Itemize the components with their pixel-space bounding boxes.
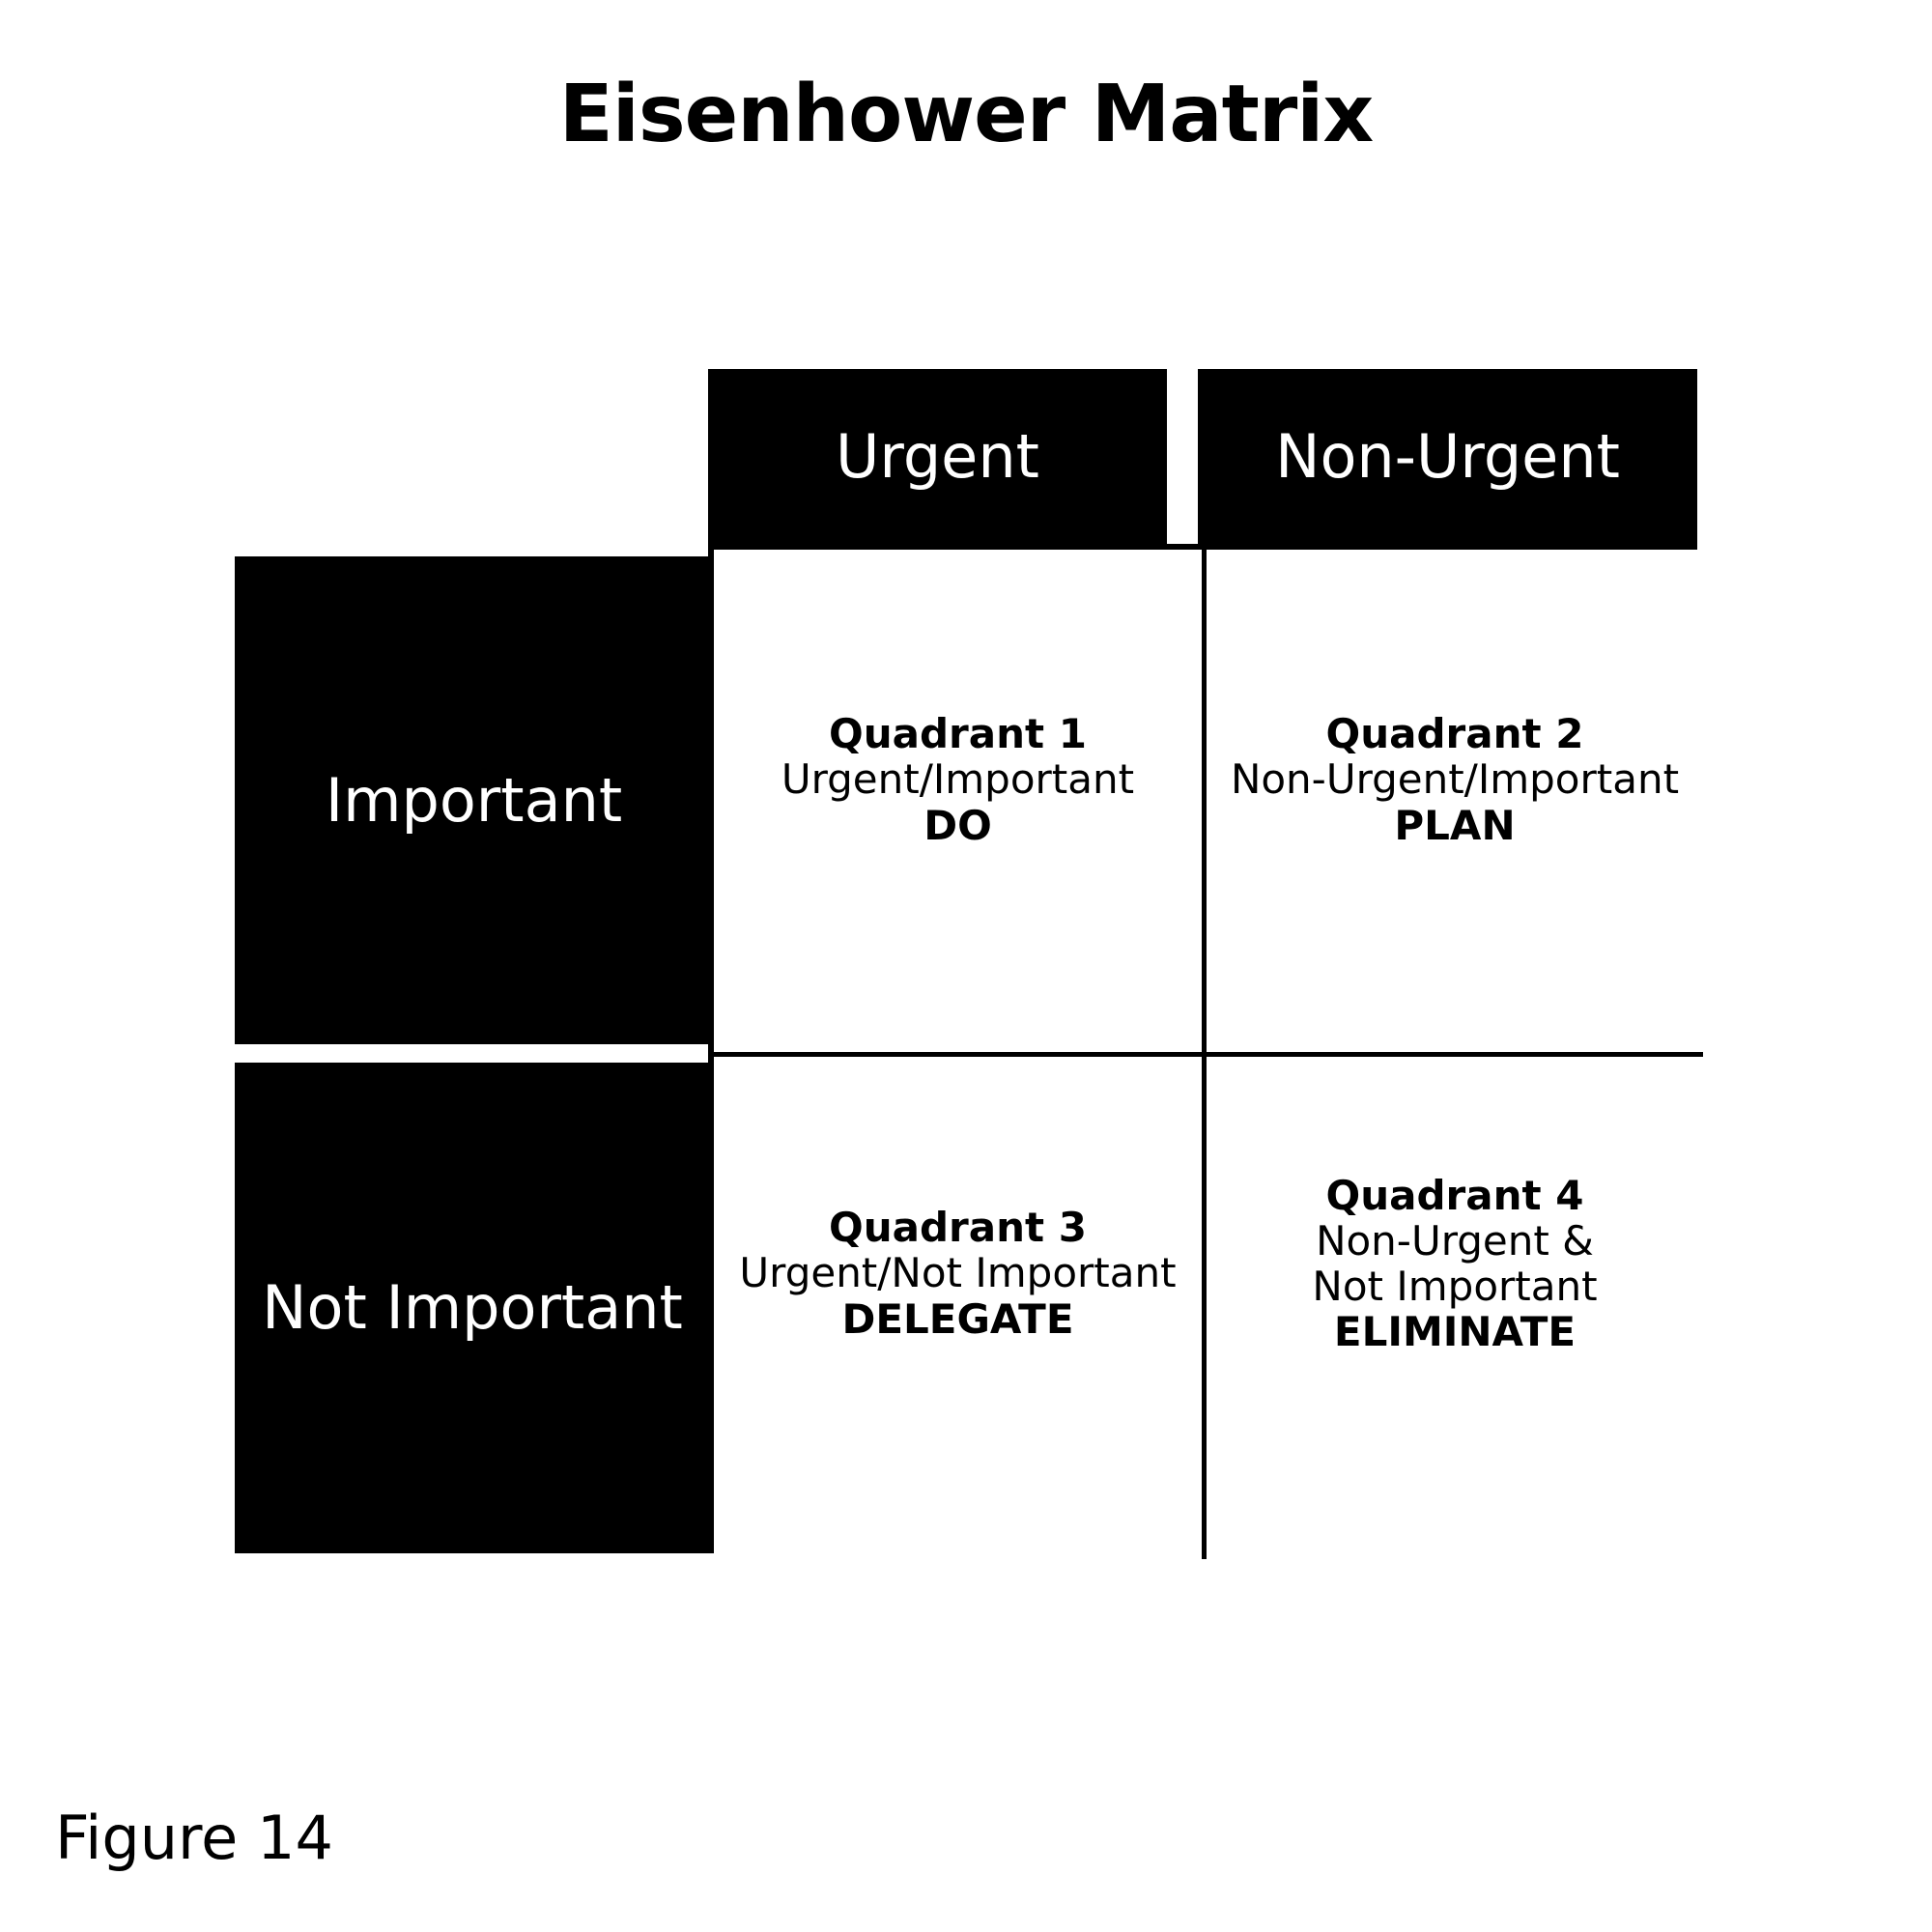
figure-caption: Figure 14 <box>55 1803 333 1873</box>
column-header-urgent: Urgent <box>708 369 1167 545</box>
quadrant-cell-1: Quadrant 1 Urgent/Important DO <box>714 550 1207 1057</box>
quadrant-2-description: Non-Urgent/Important <box>1230 755 1680 804</box>
quadrant-cell-2: Quadrant 2 Non-Urgent/Important PLAN <box>1207 550 1703 1057</box>
column-header-non-urgent: Non-Urgent <box>1198 369 1697 545</box>
quadrant-3-title: Quadrant 3 <box>829 1204 1087 1252</box>
quadrant-2-title: Quadrant 2 <box>1325 710 1584 758</box>
page-title: Eisenhower Matrix <box>558 69 1375 160</box>
eisenhower-matrix-grid: Quadrant 1 Urgent/Important DO Quadrant … <box>708 544 1703 1559</box>
quadrant-cell-3: Quadrant 3 Urgent/Not Important DELEGATE <box>714 1057 1207 1559</box>
row-header-not-important-label: Not Important <box>262 1272 683 1343</box>
column-header-urgent-label: Urgent <box>836 421 1039 492</box>
quadrant-2-content: Quadrant 2 Non-Urgent/Important PLAN <box>1231 711 1679 847</box>
quadrant-1-content: Quadrant 1 Urgent/Important DO <box>781 711 1134 847</box>
quadrant-3-content: Quadrant 3 Urgent/Not Important DELEGATE <box>739 1205 1176 1341</box>
quadrant-3-action: DELEGATE <box>841 1294 1074 1343</box>
row-header-important-label: Important <box>325 764 623 836</box>
quadrant-1-description: Urgent/Important <box>781 755 1135 804</box>
row-header-important: Important <box>235 556 713 1044</box>
quadrant-4-action: ELIMINATE <box>1333 1308 1577 1356</box>
quadrant-1-action: DO <box>923 801 992 849</box>
quadrant-4-description: Non-Urgent & Not Important <box>1312 1216 1598 1310</box>
quadrant-2-action: PLAN <box>1394 801 1516 849</box>
quadrant-cell-4: Quadrant 4 Non-Urgent & Not Important EL… <box>1207 1057 1703 1559</box>
quadrant-4-content: Quadrant 4 Non-Urgent & Not Important EL… <box>1312 1173 1597 1354</box>
quadrant-4-title: Quadrant 4 <box>1325 1171 1584 1219</box>
row-header-not-important: Not Important <box>235 1063 710 1553</box>
quadrant-1-title: Quadrant 1 <box>829 710 1087 758</box>
column-header-non-urgent-label: Non-Urgent <box>1275 421 1620 492</box>
quadrant-3-description: Urgent/Not Important <box>739 1249 1177 1297</box>
